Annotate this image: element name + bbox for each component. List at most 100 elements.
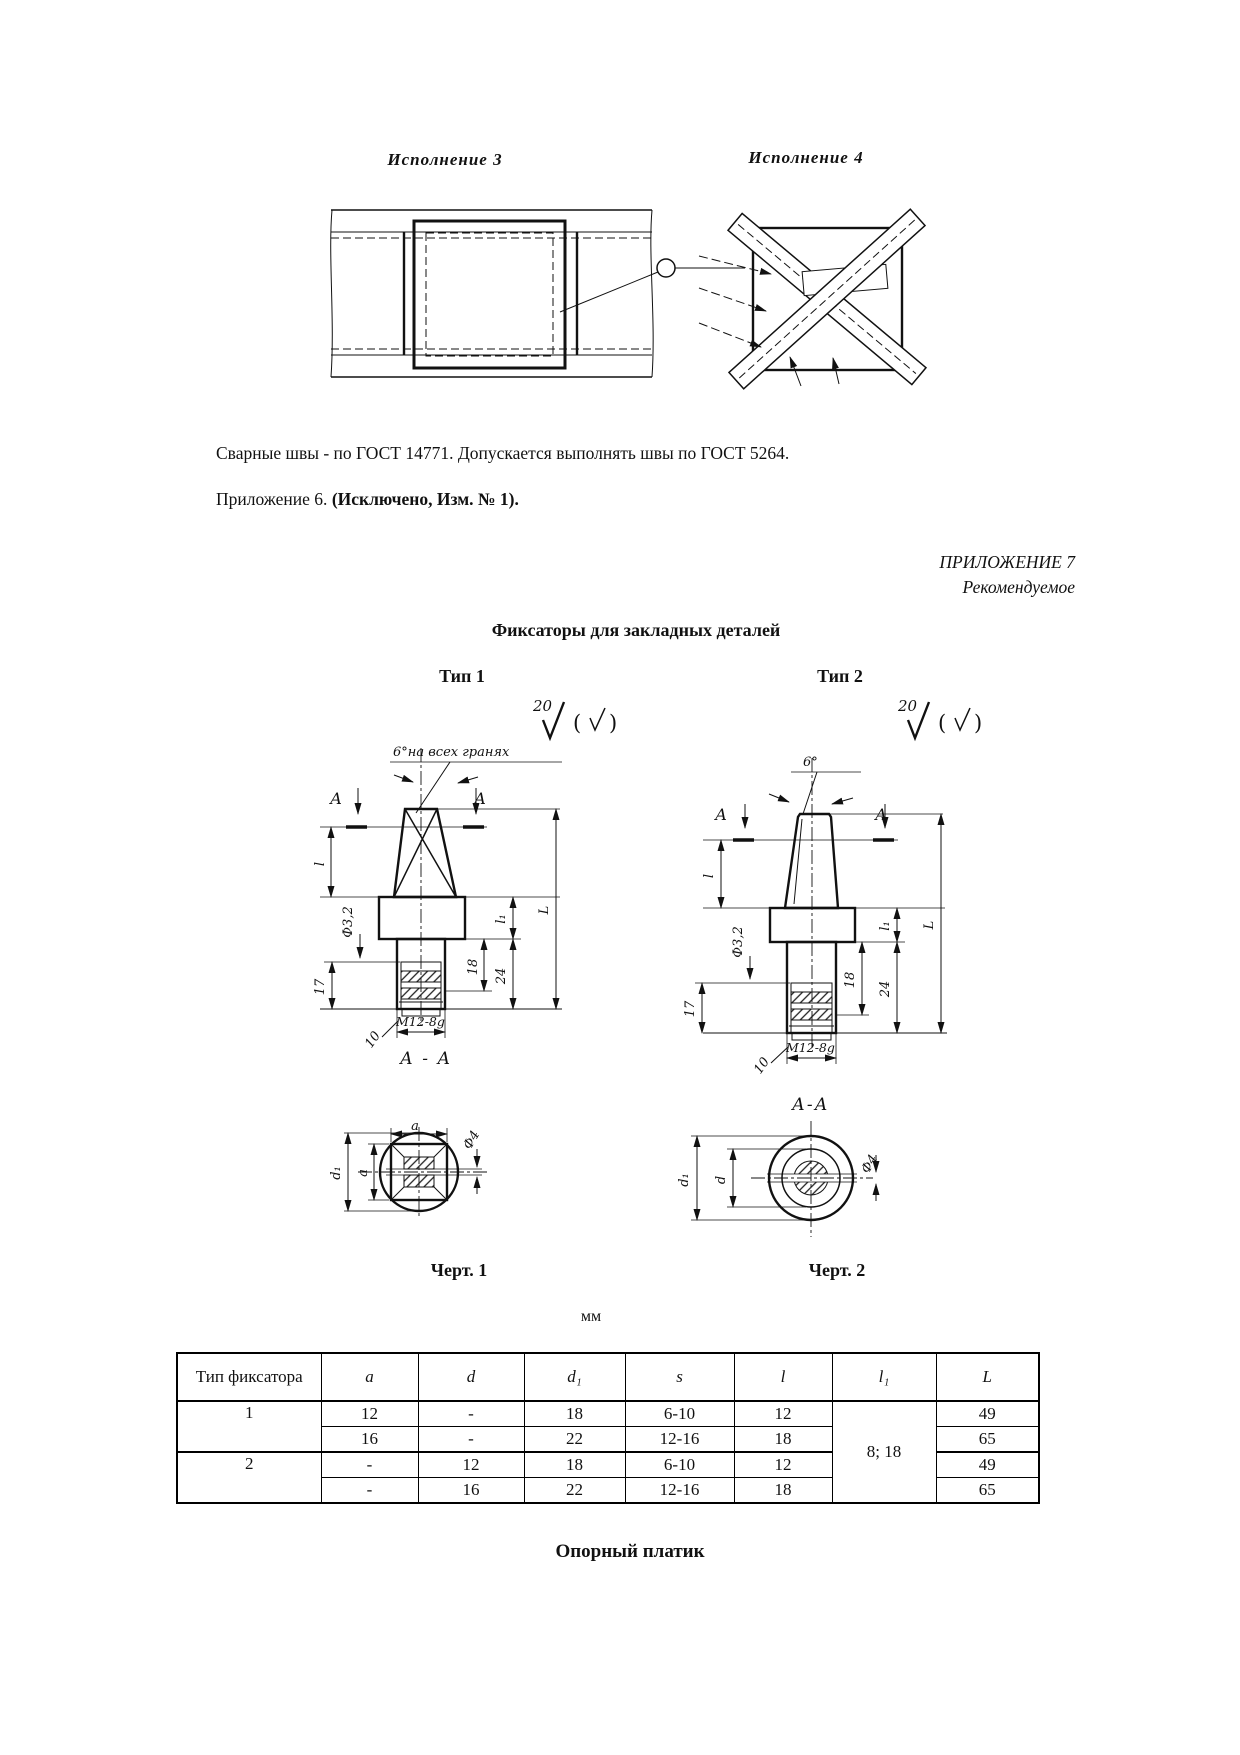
paren-close: ) (974, 711, 982, 735)
drawing-type2: 6° А А (677, 755, 947, 1237)
weld-leader (559, 258, 745, 313)
chamfer-note-text: 6°на всех гранях (393, 745, 510, 760)
figure-label-version3: Исполнение 3 (387, 150, 503, 169)
cell-l: 18 (733, 1477, 833, 1504)
fixator-body (703, 758, 947, 1050)
figure-label-version4: Исполнение 4 (748, 148, 864, 167)
cell-a: 16 (320, 1426, 419, 1453)
col-header-l1: l₁ (831, 1352, 937, 1402)
cell-d1: 18 (523, 1451, 626, 1478)
cell-l: 18 (733, 1426, 833, 1453)
cell-s: 12-16 (624, 1426, 735, 1453)
dim-17: 17 (313, 978, 328, 995)
roughness-check-small-icon (589, 707, 606, 732)
section-markers: А А (320, 788, 487, 829)
section-marker-left: А (714, 805, 727, 824)
dimensions-table: Тип фиксатора a d d₁ s l l₁ L 1 12 - 18 … (176, 1352, 1040, 1504)
type2-label: Тип 2 (817, 666, 863, 686)
section-title-aa: А-А (791, 1095, 830, 1115)
dim-24: 24 (878, 981, 893, 999)
dim-phi32: Ф3,2 (731, 926, 746, 957)
roughness-value: 20 (897, 697, 918, 715)
bottom-title: Опорный платик (555, 1541, 705, 1562)
appendix7-title: ПРИЛОЖЕНИЕ 7 (939, 552, 1075, 572)
col-header-d1: d₁ (523, 1352, 626, 1402)
table-row: - 16 22 12-16 18 65 (177, 1477, 1040, 1504)
col-header-type: Тип фиксатора (176, 1352, 322, 1402)
leader-arrows (698, 255, 840, 387)
chamfer-note: 6°на всех гранях (390, 745, 562, 814)
cell-l: 12 (733, 1400, 833, 1427)
cell-l: 12 (733, 1451, 833, 1478)
roughness-value: 20 (532, 697, 553, 715)
cell-d1: 18 (523, 1400, 626, 1427)
embedded-plate (412, 219, 567, 370)
cell-a: - (320, 1451, 419, 1478)
cell-d: - (417, 1426, 525, 1453)
col-header-s: s (624, 1352, 735, 1402)
roughness-symbol-type1: 20 ( ) (532, 697, 617, 742)
drawing-version3 (330, 209, 745, 378)
cell-d1: 22 (523, 1477, 626, 1504)
dim-10: 10 (751, 1055, 773, 1077)
dim-thread: М12-8g (395, 1014, 445, 1029)
dim-l: l (702, 874, 717, 878)
dim-d1: d₁ (677, 1173, 692, 1187)
dim-phi4: Ф4 (461, 1128, 484, 1152)
cell-d1: 22 (523, 1426, 626, 1453)
appendix6-excluded-note: (Исключено, Изм. № 1). (331, 489, 519, 509)
section-view: d d₁ Ф4 (677, 1121, 881, 1237)
appendix6-paragraph: Приложение 6. (Исключено, Изм. № 1). (216, 489, 519, 510)
anchor-bar-sw-ne (727, 208, 927, 390)
dim-phi4: Ф4 (859, 1152, 882, 1176)
table-row: 2 - 12 18 6-10 12 49 (176, 1451, 1040, 1504)
roughness-check-icon (541, 701, 566, 742)
dimensions: l 17 Ф3,2 18 l₁ 24 L М12-8g 10 (313, 808, 560, 1051)
dim-d: d (714, 1176, 729, 1184)
cell-a: - (320, 1477, 419, 1504)
dim-24: 24 (494, 968, 509, 986)
col-header-a: a (320, 1352, 419, 1402)
dim-a-top: a (411, 1119, 419, 1134)
dimensions: l 17 Ф3,2 18 l₁ 24 L М12-8g 10 (683, 813, 945, 1077)
section-title-aa: А - А (399, 1049, 452, 1069)
units-label: мм (580, 1308, 602, 1325)
dim-l1: l₁ (878, 921, 893, 930)
col-header-L: L (935, 1352, 1040, 1402)
beam-outline (330, 209, 654, 378)
paren-close: ) (609, 711, 617, 735)
table-row: 1 12 - 18 6-10 12 8; 18 49 (176, 1400, 1040, 1504)
cell-L: 49 (935, 1451, 1040, 1478)
cell-d: - (417, 1400, 525, 1427)
cell-L: 65 (935, 1477, 1040, 1504)
dim-18: 18 (466, 959, 481, 976)
col-header-l: l (733, 1352, 833, 1402)
dimensions-table-wrap: Тип фиксатора a d d₁ s l l₁ L 1 12 - 18 … (176, 1352, 1040, 1504)
col-header-d: d (417, 1352, 525, 1402)
fixator-body (320, 748, 562, 1026)
section-title: Фиксаторы для закладных деталей (491, 620, 781, 640)
dim-17: 17 (683, 1000, 698, 1017)
caption-fig1: Черт. 1 (430, 1260, 488, 1280)
cell-d: 12 (417, 1451, 525, 1478)
cell-L: 65 (935, 1426, 1040, 1453)
dim-thread: М12-8g (785, 1040, 835, 1055)
welds-paragraph: Сварные швы - по ГОСТ 14771. Допускается… (216, 443, 790, 463)
caption-fig2: Черт. 2 (808, 1260, 866, 1280)
appendix6-prefix: Приложение 6. (216, 489, 332, 509)
section-view: a a d₁ Ф4 (329, 1119, 488, 1219)
dim-a-left: a (356, 1169, 371, 1177)
dim-d1: d₁ (329, 1166, 344, 1180)
cell-type: 2 (176, 1451, 322, 1504)
roughness-check-icon (906, 701, 931, 742)
dim-phi32: Ф3,2 (341, 906, 356, 937)
paren-open: ( (573, 711, 581, 735)
cell-a: 12 (320, 1400, 419, 1427)
roughness-symbol-type2: 20 ( ) (897, 697, 982, 742)
drawing-type1: 6°на всех гранях А А (313, 745, 562, 1219)
dim-l: l (313, 862, 328, 866)
appendix7-block: ПРИЛОЖЕНИЕ 7 Рекомендуемое (675, 550, 1075, 600)
section-marker-left: А (329, 789, 342, 808)
table-header-row: Тип фиксатора a d d₁ s l l₁ L (176, 1352, 1040, 1402)
